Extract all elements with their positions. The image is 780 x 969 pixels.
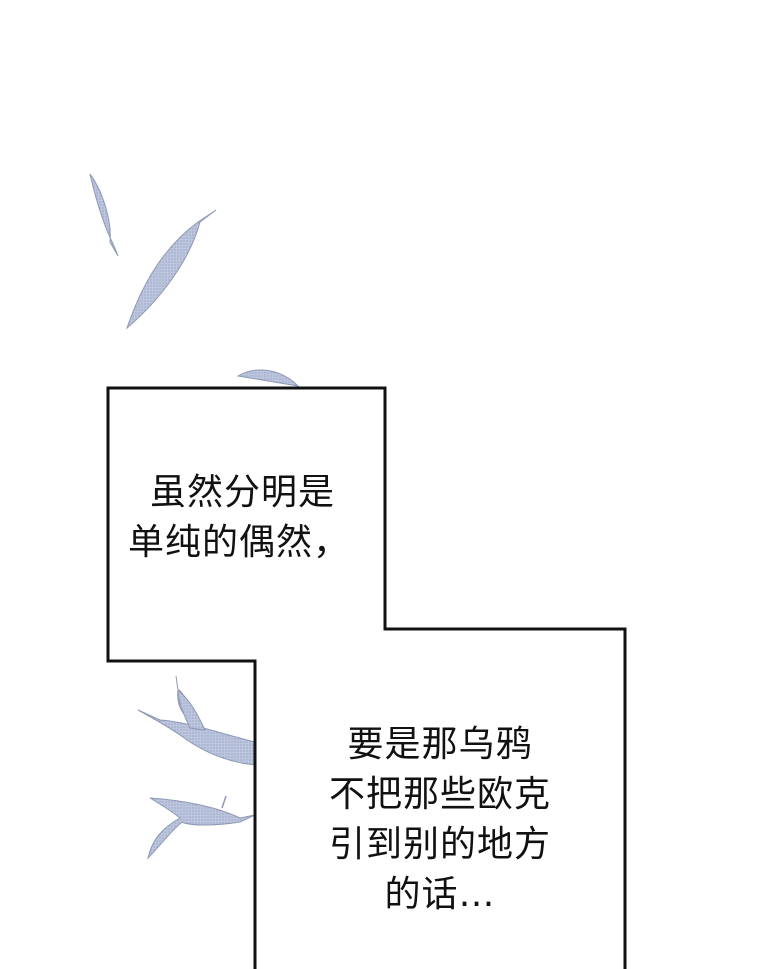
- caption-line: 引到别的地方: [328, 824, 551, 865]
- leaf-icon: [236, 369, 300, 387]
- speech-caption-top: 虽然分明是 单纯的偶然，: [128, 468, 363, 568]
- panel-border: [106, 386, 627, 969]
- leaf-icon: [125, 209, 217, 330]
- speech-caption-bottom: 要是那乌鸦 不把那些欧克 引到别的地方 的话…: [310, 720, 570, 920]
- caption-line: 要是那乌鸦: [347, 724, 533, 765]
- leaf-icon: [137, 675, 256, 766]
- leaf-icon: [147, 795, 256, 860]
- caption-line: 单纯的偶然，: [128, 522, 351, 563]
- caption-line: 的话…: [384, 874, 496, 915]
- caption-line: 不把那些欧克: [328, 774, 551, 815]
- leaf-icon: [89, 173, 119, 257]
- caption-line: 虽然分明是: [150, 472, 336, 513]
